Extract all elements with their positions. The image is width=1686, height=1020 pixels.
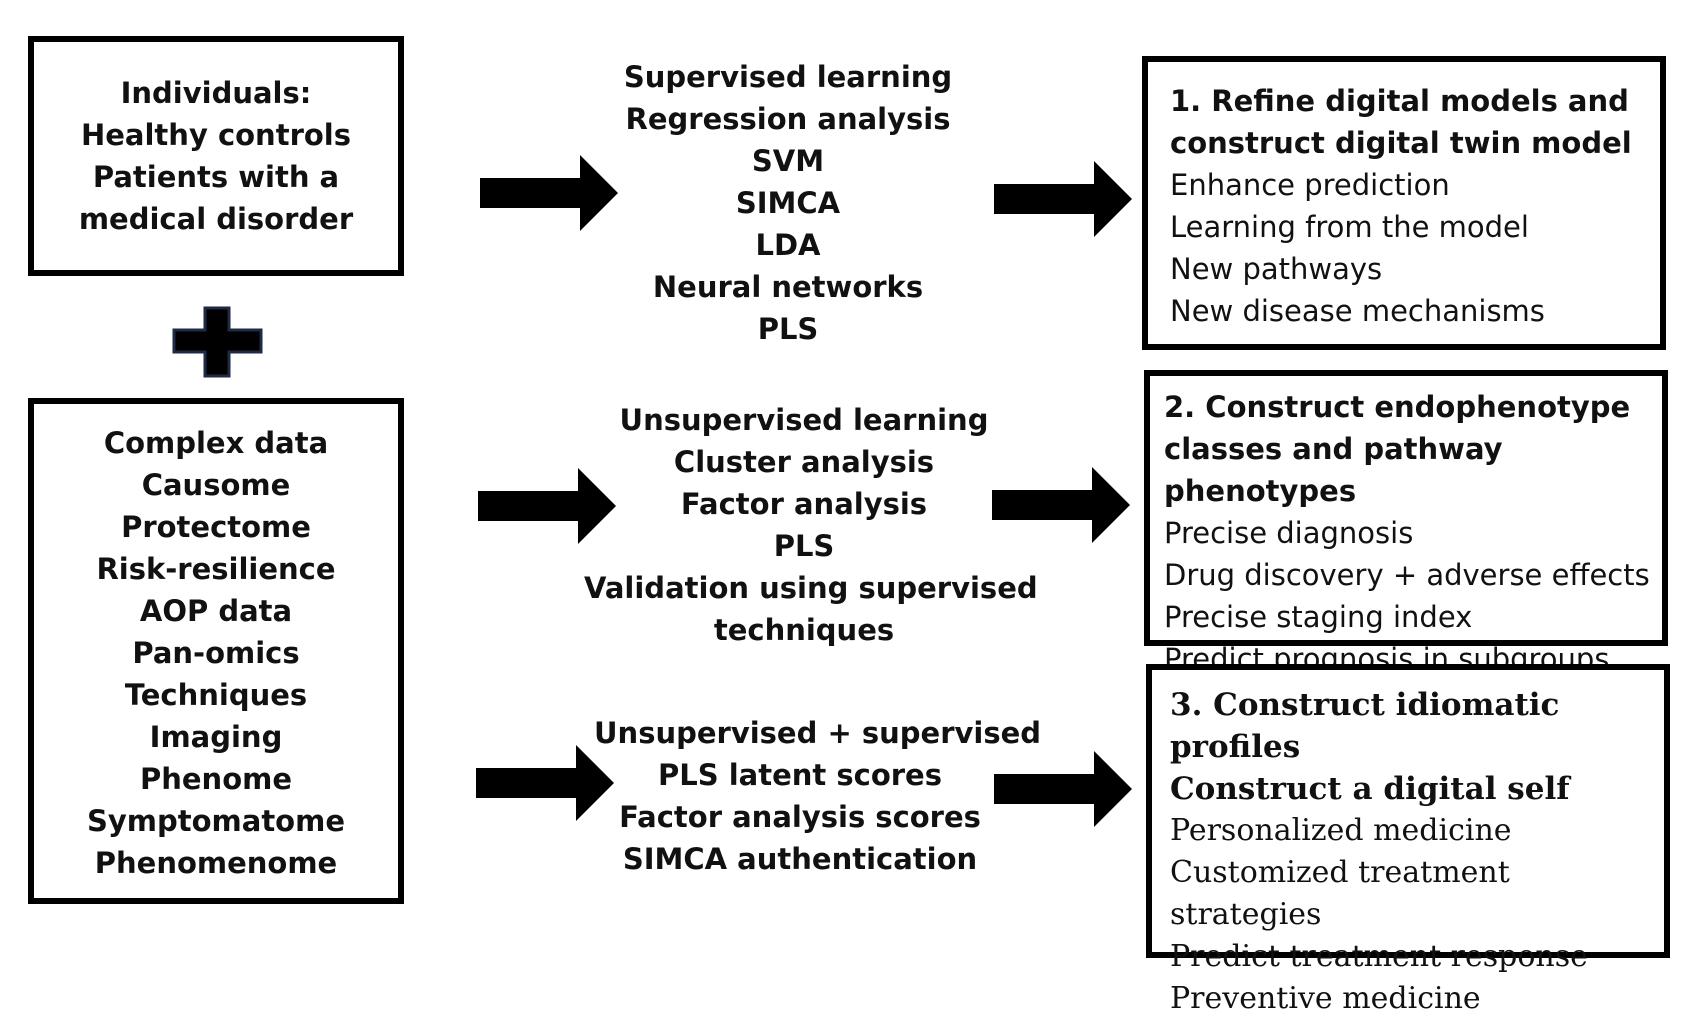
- data-type-line: AOP data: [139, 594, 293, 628]
- supervised-methods: Supervised learning Regression analysis …: [588, 56, 988, 350]
- combined-methods: Unsupervised + supervised PLS latent sco…: [594, 712, 1042, 880]
- method-line: PLS: [773, 529, 835, 563]
- outcome-item: New pathways: [1170, 252, 1383, 286]
- outcome-digital-self-box: 3. Construct idiomatic profiles Construc…: [1146, 664, 1670, 1016]
- data-type-line: Causome: [141, 468, 291, 502]
- data-type-line: Protectome: [121, 510, 311, 544]
- method-line: Regression analysis: [625, 102, 951, 136]
- arrow-right-icon: [480, 155, 618, 231]
- outcome-text: 3. Construct idiomatic profiles Construc…: [1170, 684, 1664, 1020]
- outcome-item: Predict treatment response: [1170, 939, 1588, 974]
- outcome-digital-twin-box: 1. Refine digital models and construct d…: [1142, 56, 1666, 350]
- outcome-text: 1. Refine digital models and construct d…: [1170, 80, 1632, 332]
- data-types-box: Complex data Causome Protectome Risk-res…: [28, 398, 404, 904]
- method-line: Neural networks: [652, 270, 924, 304]
- outcome-heading: 3. Construct idiomatic profiles: [1170, 687, 1560, 765]
- method-line: PLS latent scores: [658, 758, 942, 792]
- outcome-endophenotype-box: 2. Construct endophenotype classes and p…: [1144, 370, 1668, 676]
- data-type-line: Techniques: [124, 678, 308, 712]
- method-line: techniques: [713, 613, 895, 647]
- arrow-right-icon: [992, 467, 1130, 543]
- arrow-right-icon: [478, 468, 616, 544]
- method-line: Factor analysis: [680, 487, 928, 521]
- data-type-line: Phenomenome: [94, 846, 338, 880]
- outcome-heading: construct digital twin model: [1170, 126, 1632, 160]
- outcome-item: Drug discovery + adverse effects: [1164, 558, 1650, 592]
- outcome-item: Personalized medicine: [1170, 813, 1512, 848]
- individuals-line: Healthy controls: [80, 118, 351, 152]
- method-line: Cluster analysis: [673, 445, 935, 479]
- arrow-right-icon: [994, 161, 1132, 237]
- method-line: SIMCA: [735, 186, 841, 220]
- method-line: Factor analysis scores: [619, 800, 981, 834]
- data-type-line: Imaging: [149, 720, 283, 754]
- method-line: Supervised learning: [623, 60, 953, 94]
- data-types-list: Complex data Causome Protectome Risk-res…: [34, 422, 398, 884]
- outcome-item: New disease mechanisms: [1170, 294, 1545, 328]
- method-line: Unsupervised + supervised: [594, 716, 1042, 750]
- individuals-line: Patients with a: [92, 160, 340, 194]
- method-line: Validation using supervised: [584, 571, 1038, 605]
- individuals-line: medical disorder: [78, 202, 354, 236]
- outcome-item: Enhance prediction: [1170, 168, 1450, 202]
- outcome-heading: classes and pathway phenotypes: [1164, 432, 1503, 508]
- method-line: SIMCA authentication: [622, 842, 978, 876]
- method-line: Unsupervised learning: [619, 403, 989, 437]
- method-line: PLS: [757, 312, 819, 346]
- outcome-item: Learning from the model: [1170, 210, 1529, 244]
- outcome-heading: Construct a digital self: [1170, 771, 1570, 807]
- data-type-line: Symptomatome: [86, 804, 345, 838]
- data-type-line: Pan-omics: [132, 636, 300, 670]
- data-type-line: Phenome: [139, 762, 293, 796]
- outcome-item: Preventive medicine: [1170, 981, 1481, 1016]
- unsupervised-methods: Unsupervised learning Cluster analysis F…: [584, 399, 1038, 651]
- outcome-heading: 1. Refine digital models and: [1170, 84, 1629, 118]
- outcome-item: Precise staging index: [1164, 600, 1473, 634]
- data-type-line: Risk-resilience: [96, 552, 336, 586]
- method-line: LDA: [755, 228, 821, 262]
- outcome-item: Precise diagnosis: [1164, 516, 1414, 550]
- data-type-line: Complex data: [103, 426, 329, 460]
- arrow-right-icon: [994, 751, 1132, 827]
- outcome-text: 2. Construct endophenotype classes and p…: [1164, 386, 1662, 680]
- arrow-right-icon: [476, 745, 614, 821]
- outcome-heading: 2. Construct endophenotype: [1164, 390, 1631, 424]
- outcome-item: Customized treatment strategies: [1170, 855, 1510, 932]
- individuals-list: Individuals: Healthy controls Patients w…: [34, 72, 398, 240]
- plus-icon: [172, 306, 263, 378]
- individuals-box: Individuals: Healthy controls Patients w…: [28, 36, 404, 276]
- method-line: SVM: [751, 144, 825, 178]
- individuals-line: Individuals:: [120, 76, 312, 110]
